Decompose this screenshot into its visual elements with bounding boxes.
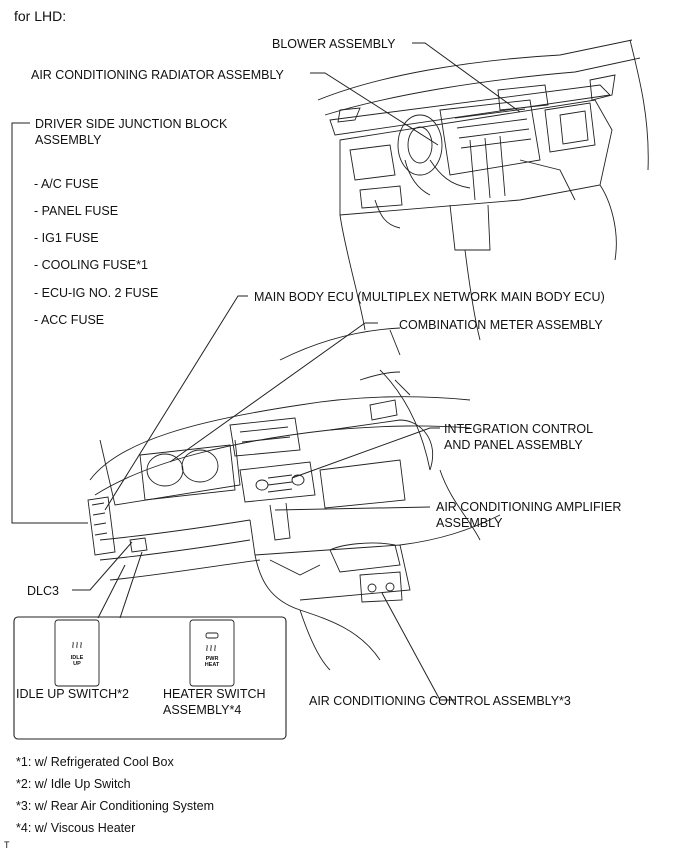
upper-dashboard-drawing bbox=[317, 39, 649, 341]
label-dlc3: DLC3 bbox=[27, 584, 59, 598]
corner-mark: T bbox=[4, 840, 10, 850]
footnote: *2: w/ Idle Up Switch bbox=[16, 777, 131, 791]
footnote: *4: w/ Viscous Heater bbox=[16, 821, 136, 835]
leader-lines bbox=[11, 42, 521, 701]
lower-dashboard-drawing bbox=[87, 327, 501, 671]
label-combination-meter: COMBINATION METER ASSEMBLY bbox=[399, 318, 603, 332]
label-heater-switch-line1: HEATER SWITCH bbox=[163, 687, 266, 701]
footnote: *1: w/ Refrigerated Cool Box bbox=[16, 755, 174, 769]
label-main-body-ecu: MAIN BODY ECU (MULTIPLEX NETWORK MAIN BO… bbox=[254, 290, 605, 304]
fuse-item: - IG1 FUSE bbox=[34, 231, 99, 245]
label-control-assembly: AIR CONDITIONING CONTROL ASSEMBLY*3 bbox=[309, 694, 571, 708]
label-integration-control-line1: INTEGRATION CONTROL bbox=[444, 422, 594, 436]
label-integration-control-line2: AND PANEL ASSEMBLY bbox=[444, 438, 583, 452]
label-radiator-assembly: AIR CONDITIONING RADIATOR ASSEMBLY bbox=[31, 68, 284, 82]
label-amplifier-line1: AIR CONDITIONING AMPLIFIER bbox=[436, 500, 622, 514]
fuse-item: - PANEL FUSE bbox=[34, 204, 119, 218]
idle-switch-text-2: UP bbox=[73, 661, 81, 667]
heater-switch-text-1: PWR bbox=[205, 656, 219, 662]
fuse-item: - A/C FUSE bbox=[34, 177, 99, 191]
heater-switch-text-2: HEAT bbox=[204, 662, 220, 668]
label-junction-block-line1: DRIVER SIDE JUNCTION BLOCK bbox=[35, 117, 228, 131]
fuse-item: - COOLING FUSE*1 bbox=[34, 258, 148, 272]
label-junction-block-line2: ASSEMBLY bbox=[35, 133, 102, 147]
idle-switch-text-1: IDLE bbox=[70, 655, 84, 661]
heater-switch-icon bbox=[189, 619, 235, 687]
fuse-item: - ACC FUSE bbox=[34, 313, 105, 327]
label-heater-switch-line2: ASSEMBLY*4 bbox=[163, 703, 242, 717]
idle-up-switch-icon bbox=[54, 619, 100, 687]
footnote: *3: w/ Rear Air Conditioning System bbox=[16, 799, 215, 813]
label-blower-assembly: BLOWER ASSEMBLY bbox=[272, 37, 396, 51]
fuse-item: - ECU-IG NO. 2 FUSE bbox=[34, 286, 159, 300]
label-amplifier-line2: ASSEMBLY bbox=[436, 516, 503, 530]
label-idle-up-switch: IDLE UP SWITCH*2 bbox=[16, 687, 129, 701]
page-heading: for LHD: bbox=[14, 8, 67, 24]
switch-inset-box bbox=[13, 616, 287, 740]
